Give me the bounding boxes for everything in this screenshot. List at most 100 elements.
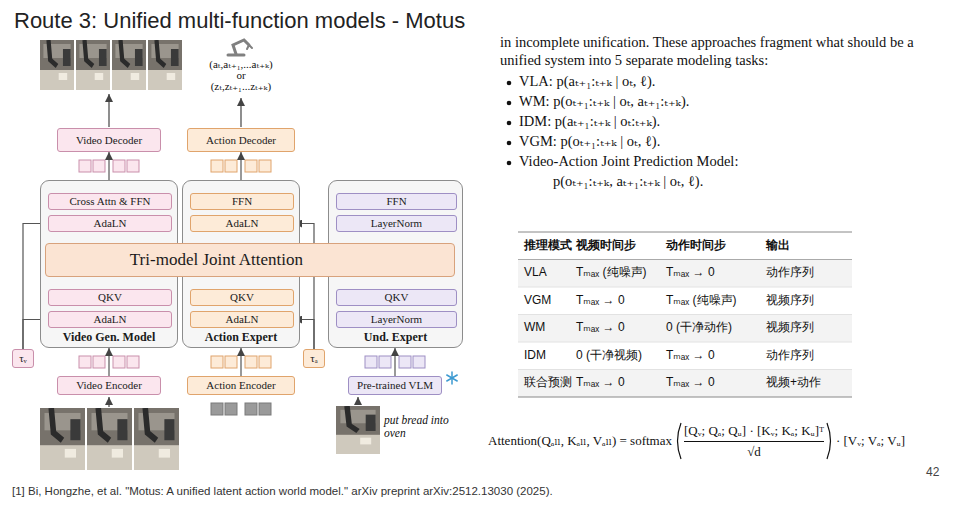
node-label: FFN <box>386 195 406 207</box>
node-label: Und. Expert <box>364 331 427 344</box>
layer-box: LayerNorm <box>336 215 457 232</box>
robot-arm-icon <box>233 40 249 54</box>
cell-text: Tₘₐₓ (纯噪声) <box>666 294 737 308</box>
layer-box: Cross Attn & FFN <box>48 193 172 210</box>
bullet <box>507 161 512 166</box>
text-block: (aₜ,aₜ₊₁,...aₜ₊ₖ) <box>181 58 301 71</box>
text-block: [1] Bi, Hongzhe, et al. "Motus: A unifie… <box>12 485 553 498</box>
table-cell: Tₘₐₓ (纯噪声) <box>662 287 762 315</box>
node-label: Video Encoder <box>76 379 142 391</box>
parenthesis <box>826 422 834 460</box>
table-cell: WM <box>520 315 572 343</box>
node-label: Action Expert <box>205 331 277 344</box>
table-cell: Tₘₐₓ → 0 <box>662 260 762 288</box>
encoder-box: Pre-trained VLM <box>348 376 442 395</box>
node-label: FFN <box>232 195 252 207</box>
formula-text: Attention(Qₐₗₗ, Kₐₗₗ, Vₐₗₗ) = softmax <box>488 433 672 449</box>
video-tokens <box>127 160 139 172</box>
observation-image <box>336 406 380 454</box>
io-arrow <box>240 98 241 127</box>
video-tokens <box>93 356 105 368</box>
node-label: Pre-trained VLM <box>357 379 433 391</box>
cell-text: 输出 <box>766 239 790 253</box>
video-tokens <box>79 356 91 368</box>
action-tokens <box>211 356 223 368</box>
node-label: Video Decoder <box>76 134 142 146</box>
frozen-snowflake <box>447 372 457 384</box>
table-cell: Tₘₐₓ → 0 <box>572 370 662 398</box>
label-text: (aₜ,aₜ₊₁,...aₜ₊ₖ) <box>209 58 272 71</box>
table-cell: 推理模式 <box>520 232 572 260</box>
noise-action-tokens <box>211 403 271 415</box>
table-cell: Tₘₐₓ → 0 <box>572 287 662 315</box>
action-tokens <box>225 356 237 368</box>
cell-text: Tₘₐₓ → 0 <box>666 376 715 390</box>
label-text: p(oₜ₊₁:ₜ₊ₖ, aₜ₊₁:ₜ₊ₖ | oₜ, ℓ). <box>553 173 703 190</box>
bullet <box>507 141 512 146</box>
input-video-frames <box>40 408 179 470</box>
cell-text: VGM <box>524 294 551 308</box>
node-label: QKV <box>230 291 254 303</box>
formula-text: · [Vᵥ; Vₐ; Vᵤ] <box>836 433 905 449</box>
bullet <box>507 81 512 166</box>
connector <box>394 348 395 376</box>
table-grid <box>518 232 852 397</box>
timestep-box: τᵥ <box>12 349 34 368</box>
table-cell: 0 (干净视频) <box>572 342 662 370</box>
table-cell: 0 (干净动作) <box>662 315 762 343</box>
table-cell: 视频时间步 <box>572 232 662 260</box>
connector <box>108 348 109 376</box>
output-video-frames <box>40 40 74 90</box>
node-label: τₐ <box>310 352 317 364</box>
video-tokens <box>113 160 125 172</box>
fraction-bar <box>684 441 824 442</box>
cell-text: 视频+动作 <box>766 376 821 390</box>
noise-action-tokens <box>245 403 257 415</box>
node-label: LayerNorm <box>371 217 422 229</box>
text-block: VLA: p(aₜ₊₁:ₜ₊ₖ | oₜ, ℓ). <box>519 73 655 90</box>
layer-box: FFN <box>336 193 457 210</box>
layer-box: AdaLN <box>190 311 294 328</box>
action-tokens <box>245 160 257 172</box>
cell-text: 0 (干净视频) <box>576 349 642 363</box>
understanding-tokens <box>399 356 411 368</box>
output-video-frames <box>76 40 110 90</box>
decoder-box: Action Decoder <box>187 128 295 152</box>
cell-text: 动作序列 <box>766 266 814 280</box>
input-video-frames <box>87 408 132 470</box>
decoder-box: Video Decoder <box>57 128 161 152</box>
observation-image <box>336 406 380 454</box>
parenthesis <box>678 423 682 459</box>
text-block: in incomplete unification. These approac… <box>500 33 930 69</box>
input-video-frames <box>134 408 179 470</box>
cell-text: Tₘₐₓ → 0 <box>576 294 625 308</box>
text-block: p(oₜ₊₁:ₜ₊ₖ, aₜ₊₁:ₜ₊ₖ | oₜ, ℓ). <box>553 173 703 190</box>
understanding-tokens <box>379 356 391 368</box>
node-label: Cross Attn & FFN <box>70 195 151 207</box>
io-arrow <box>108 397 109 407</box>
action-tokens <box>259 356 271 368</box>
label-text: (zₜ,zₜ₊₁...zₜ₊ₖ) <box>211 80 272 93</box>
label-text: WM: p(oₜ₊₁:ₜ₊ₖ | oₜ, aₜ₊₁:ₜ₊ₖ). <box>519 93 689 110</box>
attention-formula: Attention(Qₐₗₗ, Kₐₗₗ, Vₐₗₗ) = softmax [Qᵥ… <box>486 422 907 460</box>
node-label: QKV <box>385 291 409 303</box>
table-cell: Tₘₐₓ (纯噪声) <box>572 260 662 288</box>
node-label: LayerNorm <box>371 313 422 325</box>
layer-box: QKV <box>336 289 457 306</box>
table-cell: 动作序列 <box>762 260 852 288</box>
node-label: Action Encoder <box>206 379 275 391</box>
understanding-tokens <box>365 356 377 368</box>
parenthesis <box>674 422 682 460</box>
formula-part: · [Vᵥ; Vₐ; Vᵤ] <box>834 433 907 449</box>
table-cell: 动作时间步 <box>662 232 762 260</box>
noise-action-tokens <box>225 403 237 415</box>
cell-text: VLA <box>524 266 547 280</box>
cell-text: 推理模式 <box>524 239 572 253</box>
formula-numerator: [Qᵥ; Qₐ; Qᵤ] · [Kᵥ; Kₐ; Kᵤ]ᵀ <box>684 423 824 439</box>
action-tokens <box>211 160 223 172</box>
label-text: 42 <box>926 466 939 480</box>
noise-action-tokens <box>211 403 223 415</box>
cell-text: WM <box>524 321 545 335</box>
cell-text: 视频时间步 <box>576 239 636 253</box>
bullet <box>507 81 512 86</box>
